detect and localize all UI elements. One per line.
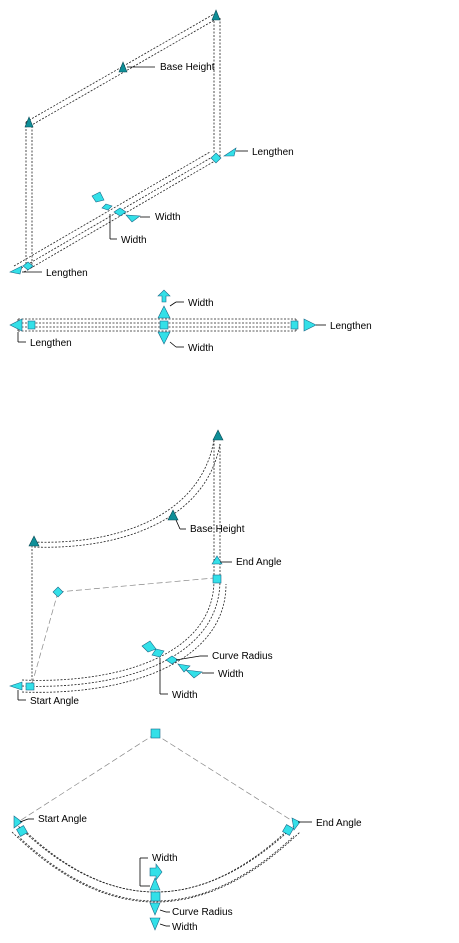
plan-width-flip-arrow[interactable] [157, 289, 171, 303]
label-plan-lengthen-right: Lengthen [330, 321, 372, 332]
width-arrow-lower[interactable] [125, 214, 141, 223]
width-arrow-upper[interactable] [91, 191, 105, 203]
base-height-grip[interactable] [118, 61, 128, 73]
straight-wall-isometric: Base Height Lengthen Width Width Lengthe… [9, 9, 294, 279]
label-curved-base-height: Base Height [190, 524, 245, 535]
label-base-height: Base Height [160, 62, 215, 73]
label-plan-width-top: Width [188, 298, 214, 309]
plan-arc-width-arrow-down[interactable] [149, 917, 161, 931]
curved-width-flip-arrow[interactable] [141, 640, 157, 653]
label-curved-radius: Curve Radius [212, 651, 273, 662]
plan-arc-center-grip[interactable] [150, 728, 161, 739]
label-width-right: Width [155, 212, 181, 223]
label-plan-end-angle: End Angle [316, 818, 362, 829]
plan-lengthen-arrow-left[interactable] [9, 318, 23, 332]
plan-end-angle-arrow[interactable] [291, 817, 301, 831]
curved-radius-grip[interactable] [165, 655, 179, 665]
label-lengthen-left: Lengthen [46, 268, 88, 279]
curved-top-grip-left[interactable] [28, 535, 40, 547]
curved-start-angle-grip[interactable] [25, 682, 35, 691]
plan-arc-width-flip-arrow[interactable] [149, 863, 163, 881]
curved-start-angle-arrow[interactable] [9, 681, 23, 691]
curved-center-grip[interactable] [52, 586, 64, 598]
plan-arc-radius-arrow-down[interactable] [149, 902, 161, 916]
label-plan-arc-width-top: Width [152, 853, 178, 864]
label-width-below: Width [121, 235, 147, 246]
straight-wall-plan: Lengthen Lengthen Width Width [9, 289, 372, 354]
lengthen-grip-left-diamond[interactable] [22, 261, 34, 271]
curved-wall-isometric: Base Height End Angle Curve Radius Width… [9, 429, 282, 707]
curved-width-arrow-lower-2[interactable] [185, 669, 203, 679]
plan-lengthen-grip-left[interactable] [27, 320, 36, 330]
plan-start-angle-arrow[interactable] [13, 815, 23, 829]
curved-end-angle-arrow[interactable] [211, 555, 223, 565]
plan-end-angle-grip[interactable] [282, 824, 294, 836]
width-grip-diamond[interactable] [101, 203, 113, 211]
label-plan-width-bottom: Width [188, 343, 214, 354]
lengthen-arrow-right[interactable] [223, 147, 237, 157]
midpoint-grip-diamond[interactable] [113, 207, 127, 217]
label-plan-arc-curve-radius: Curve Radius [172, 907, 233, 918]
plan-width-arrow-up[interactable] [157, 305, 171, 319]
label-plan-start-angle: Start Angle [38, 814, 87, 825]
curved-top-grip-right[interactable] [212, 429, 224, 441]
label-plan-arc-width-bottom: Width [172, 922, 198, 933]
curved-width-grip[interactable] [151, 648, 165, 658]
plan-width-arrow-down[interactable] [157, 331, 171, 345]
label-curved-width-below: Width [172, 690, 198, 701]
curved-end-angle-grip[interactable] [212, 574, 222, 584]
label-plan-lengthen-left: Lengthen [30, 338, 72, 349]
plan-start-angle-grip[interactable] [16, 825, 28, 837]
label-curved-start-angle: Start Angle [30, 696, 79, 707]
plan-arc-width-arrow-up[interactable] [149, 877, 161, 891]
lengthen-grip-right-diamond[interactable] [210, 152, 222, 164]
curved-base-height-grip[interactable] [167, 509, 179, 521]
label-lengthen-right: Lengthen [252, 147, 294, 158]
curved-width-arrow-lower[interactable] [177, 663, 191, 673]
plan-lengthen-grip-right[interactable] [290, 320, 299, 330]
corner-grip-top-left[interactable] [24, 116, 34, 128]
plan-midpoint-grip[interactable] [159, 320, 169, 330]
label-curved-end-angle: End Angle [236, 557, 282, 568]
plan-lengthen-arrow-right[interactable] [303, 318, 317, 332]
label-curved-width-right: Width [218, 669, 244, 680]
curved-wall-plan: Start Angle End Angle Width Curve Radius… [11, 728, 362, 933]
plan-arc-radius-grip[interactable] [150, 891, 161, 902]
lengthen-arrow-left[interactable] [9, 265, 23, 275]
corner-grip-top-right[interactable] [211, 9, 221, 21]
